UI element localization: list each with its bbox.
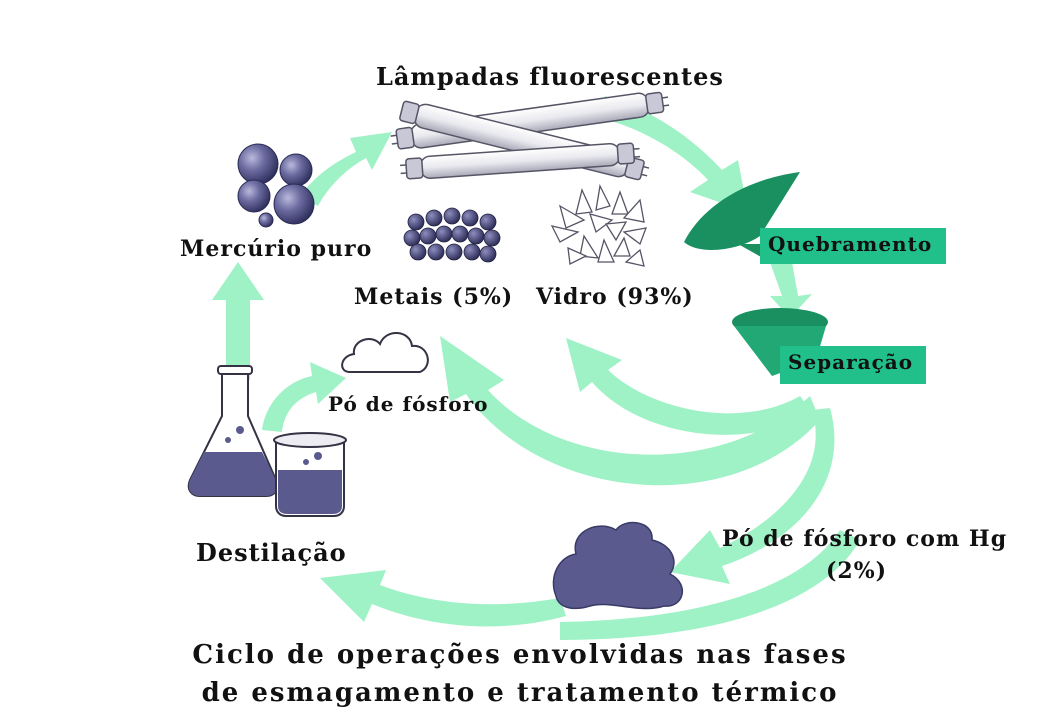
arrow-distillation-to-mercury	[212, 262, 264, 380]
arrow-lamps-to-breaking	[600, 96, 748, 212]
arrow-phosphor-to-distillation	[320, 570, 566, 627]
label-glass: Vidro (93%)	[536, 284, 694, 310]
arrow-mercury-to-lamps	[300, 132, 392, 206]
phosphor-hg-pile-icon	[552, 521, 684, 610]
mercury-drops-icon	[237, 143, 315, 228]
label-phosphor: Pó de fósforo	[328, 392, 489, 416]
label-distillation: Destilação	[196, 538, 347, 567]
arrow-outer-bottom	[560, 530, 860, 640]
label-metals: Metais (5%)	[354, 284, 514, 310]
label-separation: Separação	[780, 346, 926, 384]
arrow-separation-to-metals	[440, 336, 820, 486]
arrow-separation-to-glass	[566, 338, 812, 435]
cycle-arrows	[212, 96, 860, 640]
label-lamps: Lâmpadas fluorescentes	[376, 62, 724, 91]
phosphor-cloud-icon	[341, 332, 429, 373]
distillation-flasks-icon	[187, 365, 347, 517]
label-breaking: Quebramento	[760, 228, 946, 264]
metal-pellets-icon	[403, 207, 501, 263]
arrow-distillation-to-phosphor	[262, 362, 346, 432]
caption-line2: de esmagamento e tratamento térmico	[201, 678, 839, 708]
arrow-separation-to-phosphor-hg	[670, 408, 835, 584]
arrow-breaking-to-separation	[770, 262, 812, 318]
caption-line1: Ciclo de operações envolvidas nas fases	[192, 640, 848, 670]
label-phosphor-hg-line1: Pó de fósforo com Hg	[722, 526, 1008, 552]
label-mercury: Mercúrio puro	[180, 236, 373, 262]
glass-shards-icon	[550, 183, 648, 267]
fluorescent-lamps-icon	[390, 91, 670, 181]
label-phosphor-hg-line2: (2%)	[826, 558, 888, 584]
